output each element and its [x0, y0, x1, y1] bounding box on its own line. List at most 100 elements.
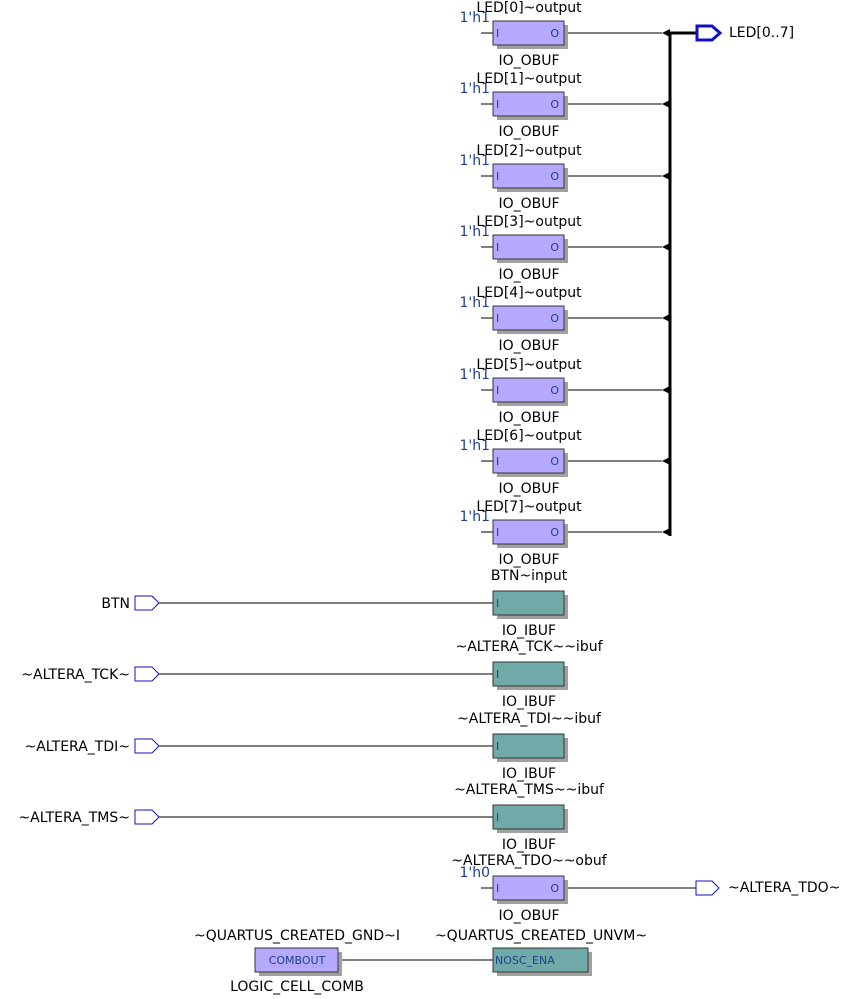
tdo-type-label: IO_OBUF [498, 908, 559, 924]
const-value: 1'h1 [459, 224, 490, 240]
ibuf-instance-name: ~ALTERA_TCK~~ibuf [455, 639, 603, 655]
bus-arrow [662, 528, 670, 536]
ibuf-instance-name: ~ALTERA_TDI~~ibuf [457, 711, 602, 727]
bus-arrow [662, 457, 670, 465]
ibuf-0[interactable] [492, 590, 565, 616]
obuf-instance-name: LED[7]~output [476, 499, 582, 515]
pin-label-in: I [496, 811, 499, 824]
obuf-type-label: IO_OBUF [498, 481, 559, 497]
input-port[interactable] [134, 738, 160, 754]
tdo-instance-name: ~ALTERA_TDO~~obuf [451, 853, 607, 869]
pin-label-out: O [550, 526, 559, 539]
pin-label-out: O [550, 384, 559, 397]
pin-label-in: I [496, 98, 499, 111]
obuf-instance-name: LED[4]~output [476, 285, 582, 301]
const-value: 1'h1 [459, 10, 490, 26]
obuf-instance-name: LED[1]~output [476, 71, 582, 87]
obuf-2[interactable] [492, 163, 565, 189]
ibuf-type-label: IO_IBUF [502, 766, 556, 782]
pin-label-in: I [496, 241, 499, 254]
const-value: 1'h1 [459, 295, 490, 311]
tdo-port-label: ~ALTERA_TDO~ [728, 880, 840, 896]
pin-label-in: I [496, 170, 499, 183]
nosc-ena-pin-label: NOSC_ENA [495, 954, 555, 967]
pin-label-out: O [550, 455, 559, 468]
pin-label-in: I [496, 312, 499, 325]
input-port-label: ~ALTERA_TCK~ [21, 667, 130, 683]
const-value: 1'h1 [459, 509, 490, 525]
pin-label-in: I [496, 597, 499, 610]
input-port-label: ~ALTERA_TMS~ [18, 810, 130, 826]
pin-label-out: O [550, 241, 559, 254]
bus-arrow [662, 172, 670, 180]
pin-label-in: I [496, 740, 499, 753]
pin-label-out: O [550, 98, 559, 111]
wire-layer [159, 31, 697, 961]
pin-label-out: O [550, 27, 559, 40]
gnd-cell-name: ~QUARTUS_CREATED_GND~I [194, 928, 400, 944]
obuf-type-label: IO_OBUF [498, 552, 559, 568]
bus-arrow [662, 29, 670, 37]
obuf-type-label: IO_OBUF [498, 267, 559, 283]
obuf-1[interactable] [492, 91, 565, 117]
pin-label-out: O [550, 312, 559, 325]
obuf-5[interactable] [492, 377, 565, 403]
pin-label-in: I [496, 455, 499, 468]
led-bus-port[interactable] [695, 24, 723, 42]
pin-label-in: I [496, 668, 499, 681]
tdo-obuf[interactable] [492, 875, 565, 901]
obuf-type-label: IO_OBUF [498, 53, 559, 69]
input-port[interactable] [134, 666, 160, 682]
ibuf-2[interactable] [492, 733, 565, 759]
obuf-instance-name: LED[6]~output [476, 428, 582, 444]
obuf-0[interactable] [492, 20, 565, 46]
ibuf-type-label: IO_IBUF [502, 694, 556, 710]
gnd-logic-cell[interactable] [254, 947, 339, 973]
tdo-output-port[interactable] [695, 880, 720, 896]
const-value: 1'h1 [459, 153, 490, 169]
obuf-instance-name: LED[0]~output [476, 0, 582, 16]
cell-layer [134, 20, 723, 976]
bus-arrow [662, 314, 670, 322]
bus-arrow [662, 243, 670, 251]
pin-label-out: O [550, 882, 559, 895]
unvm-cell[interactable] [492, 947, 589, 973]
obuf-4[interactable] [492, 305, 565, 331]
input-port-label: ~ALTERA_TDI~ [24, 739, 130, 755]
pin-label-out: O [550, 170, 559, 183]
unvm-cell-name: ~QUARTUS_CREATED_UNVM~ [435, 928, 647, 944]
obuf-instance-name: LED[2]~output [476, 143, 582, 159]
ibuf-3[interactable] [492, 804, 565, 830]
input-port[interactable] [134, 809, 160, 825]
obuf-type-label: IO_OBUF [498, 338, 559, 354]
const-value: 1'h1 [459, 81, 490, 97]
ibuf-type-label: IO_IBUF [502, 837, 556, 853]
bus-arrow [662, 386, 670, 394]
ibuf-instance-name: ~ALTERA_TMS~~ibuf [454, 782, 605, 798]
gnd-cell-type: LOGIC_CELL_COMB [230, 979, 364, 995]
led-bus-label: LED[0..7] [729, 25, 794, 41]
ibuf-1[interactable] [492, 661, 565, 687]
const-value: 1'h0 [459, 865, 490, 881]
input-port[interactable] [134, 595, 160, 611]
obuf-7[interactable] [492, 519, 565, 545]
const-value: 1'h1 [459, 438, 490, 454]
const-value: 1'h1 [459, 367, 490, 383]
obuf-3[interactable] [492, 234, 565, 260]
obuf-6[interactable] [492, 448, 565, 474]
obuf-type-label: IO_OBUF [498, 410, 559, 426]
pin-label-in: I [496, 882, 499, 895]
ibuf-instance-name: BTN~input [491, 568, 568, 584]
obuf-instance-name: LED[3]~output [476, 214, 582, 230]
combout-pin-label: COMBOUT [269, 954, 326, 967]
obuf-type-label: IO_OBUF [498, 124, 559, 140]
input-port-label: BTN [101, 596, 130, 612]
ibuf-type-label: IO_IBUF [502, 623, 556, 639]
bus-arrow [662, 100, 670, 108]
pin-label-in: I [496, 27, 499, 40]
pin-label-in: I [496, 526, 499, 539]
obuf-type-label: IO_OBUF [498, 196, 559, 212]
pin-label-in: I [496, 384, 499, 397]
